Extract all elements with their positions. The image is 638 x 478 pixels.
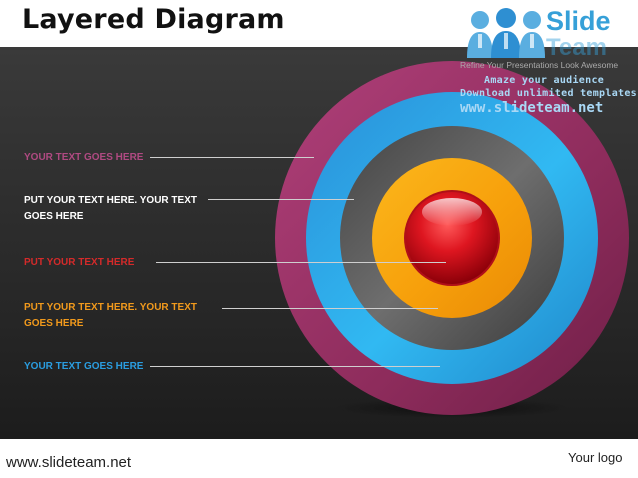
label-core-layer: PUT YOUR TEXT HERE	[24, 257, 135, 268]
logo-name-top: Slide	[546, 6, 611, 36]
logo-promo-line2: Download unlimited templates	[460, 88, 637, 99]
label-orange-layer: PUT YOUR TEXT HERE. YOUR TEXT GOES HERE	[24, 302, 197, 329]
connector-line-3	[156, 262, 446, 263]
slideteam-logo: Slide Team Refine Your Presentations Loo…	[460, 4, 638, 120]
connector-line-4	[222, 308, 438, 309]
connector-line-2	[208, 199, 354, 200]
footer-url[interactable]: www.slideteam.net	[6, 454, 132, 471]
logo-promo-line1: Amaze your audience	[484, 75, 605, 86]
logo-name-bottom: Team	[546, 34, 607, 61]
page-title: Layered Diagram	[22, 4, 285, 35]
people-icon	[467, 8, 545, 58]
logo-tagline: Refine Your Presentations Look Awesome	[460, 60, 619, 70]
label-outer-layer: YOUR TEXT GOES HERE	[24, 152, 144, 163]
connector-line-1	[150, 157, 314, 158]
core-highlight	[422, 198, 482, 226]
footer-logo-placeholder: Your logo	[568, 450, 623, 465]
logo-url[interactable]: www.slideteam.net	[460, 100, 604, 116]
label-gray-layer: YOUR TEXT GOES HERE	[24, 361, 144, 372]
connector-line-5	[150, 366, 440, 367]
footer	[0, 439, 638, 478]
label-blue-layer: PUT YOUR TEXT HERE. YOUR TEXT GOES HERE	[24, 195, 197, 222]
